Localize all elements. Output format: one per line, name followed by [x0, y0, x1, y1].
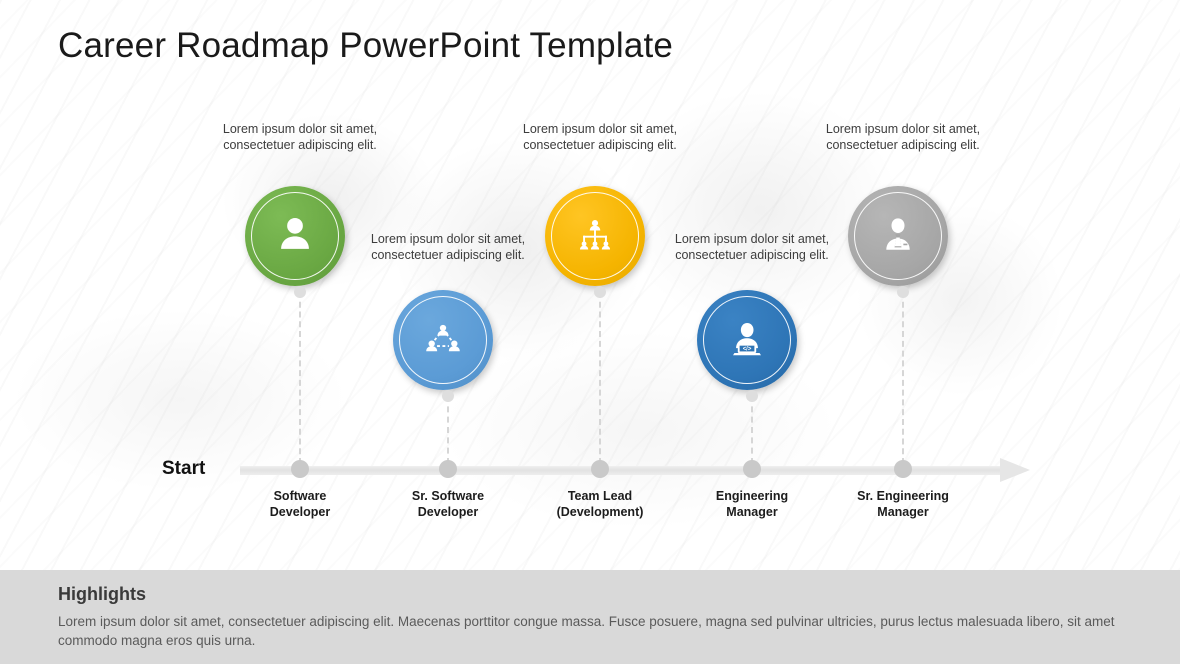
milestone-connector-dot: [294, 286, 306, 298]
milestone-connector-line: [447, 396, 449, 464]
role-label-line2: Manager: [877, 504, 929, 519]
milestone-icon-circle[interactable]: </>: [697, 290, 797, 390]
manager-tie-icon: [875, 211, 921, 262]
milestone-role-label: Software Developer: [190, 489, 410, 520]
highlights-title: Highlights: [58, 584, 146, 604]
role-label-line2: (Development): [556, 504, 644, 519]
timeline-arrowhead-icon: [1000, 458, 1030, 482]
highlights-body-text: Lorem ipsum dolor sit amet, consectetuer…: [58, 614, 1115, 648]
milestone-icon-circle[interactable]: [245, 186, 345, 286]
role-label-line1: Sr. Engineering: [857, 489, 949, 503]
person-icon: [272, 211, 318, 262]
milestone-connector-dot: [897, 286, 909, 298]
milestone-engineering-manager[interactable]: Lorem ipsum dolor sit amet, consectetuer…: [642, 0, 862, 664]
role-label-line1: Team Lead: [567, 489, 633, 503]
milestone-connector-dot: [442, 390, 454, 402]
role-label-line1: Sr. Software: [411, 489, 485, 503]
milestone-axis-node[interactable]: [291, 460, 309, 478]
milestone-sr-software-developer[interactable]: Lorem ipsum dolor sit amet, consectetuer…: [338, 0, 558, 664]
timeline-start-label: Start: [162, 458, 206, 479]
timeline-bar: [240, 466, 1002, 475]
milestone-connector-line: [902, 292, 904, 464]
svg-text:</>: </>: [743, 346, 752, 352]
milestone-connector-dot: [746, 390, 758, 402]
developer-laptop-icon: </>: [724, 315, 770, 366]
milestone-role-label: Engineering Manager: [642, 489, 862, 520]
milestone-connector-line: [299, 292, 301, 464]
milestone-team-lead[interactable]: Lorem ipsum dolor sit amet, consectetuer…: [490, 0, 710, 664]
milestone-caption: Lorem ipsum dolor sit amet, consectetuer…: [370, 232, 526, 262]
milestone-role-label: Sr. Software Developer: [338, 489, 558, 520]
milestone-icon-circle[interactable]: [848, 186, 948, 286]
role-label-line2: Developer: [417, 504, 479, 519]
milestone-software-developer[interactable]: Lorem ipsum dolor sit amet, consectetuer…: [190, 0, 410, 664]
role-label-line1: Software: [273, 489, 327, 503]
milestone-role-label: Team Lead (Development): [490, 489, 710, 520]
team-network-icon: [420, 315, 466, 366]
role-label-line2: Manager: [726, 504, 778, 519]
role-label-line2: Developer: [269, 504, 331, 519]
milestone-caption: Lorem ipsum dolor sit amet, consectetuer…: [222, 122, 378, 152]
milestone-connector-line: [751, 396, 753, 464]
milestone-icon-circle[interactable]: [393, 290, 493, 390]
milestone-axis-node[interactable]: [743, 460, 761, 478]
milestone-role-label: Sr. Engineering Manager: [793, 489, 1013, 520]
role-label-line1: Engineering: [715, 489, 789, 503]
page-title: Career Roadmap PowerPoint Template: [58, 26, 674, 65]
highlights-section: Highlights Lorem ipsum dolor sit amet, c…: [0, 570, 1180, 664]
org-chart-icon: [572, 211, 618, 262]
milestone-axis-node[interactable]: [439, 460, 457, 478]
milestone-connector-dot: [594, 286, 606, 298]
milestone-caption: Lorem ipsum dolor sit amet, consectetuer…: [522, 122, 678, 152]
timeline-axis: [240, 458, 1030, 482]
milestone-axis-node[interactable]: [894, 460, 912, 478]
milestone-caption: Lorem ipsum dolor sit amet, consectetuer…: [674, 232, 830, 262]
milestone-axis-node[interactable]: [591, 460, 609, 478]
milestone-caption: Lorem ipsum dolor sit amet, consectetuer…: [825, 122, 981, 152]
milestone-icon-circle[interactable]: [545, 186, 645, 286]
milestone-sr-engineering-manager[interactable]: Lorem ipsum dolor sit amet, consectetuer…: [793, 0, 1013, 664]
milestone-connector-line: [599, 292, 601, 464]
